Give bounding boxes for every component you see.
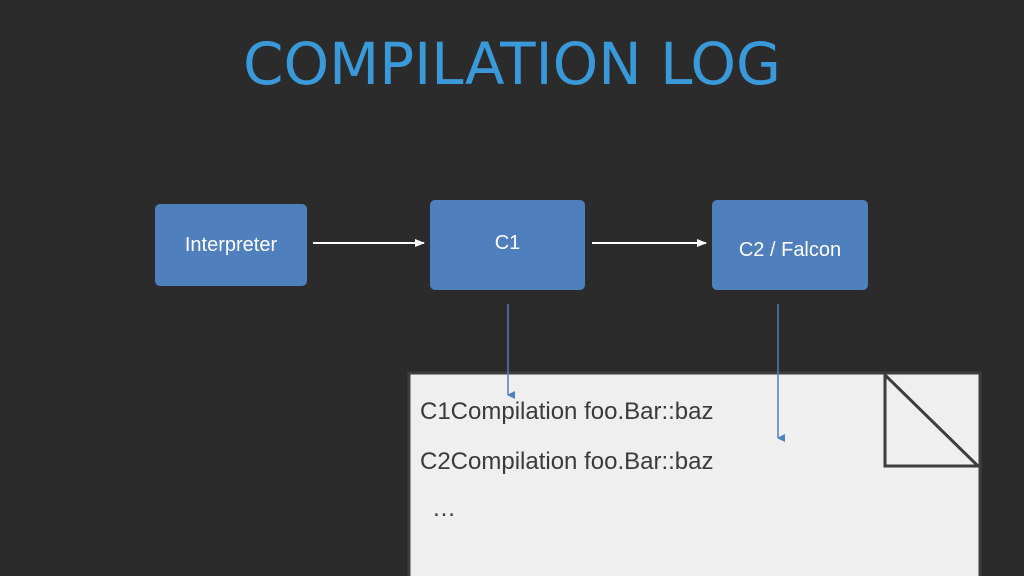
slide-title: COMPILATION LOG xyxy=(243,30,781,98)
log-line: … xyxy=(432,495,456,522)
page-fold-icon xyxy=(883,371,982,468)
node-c1: C1 xyxy=(430,200,585,290)
node-c2-label: C2 / Falcon xyxy=(738,238,842,261)
log-line: C2Compilation foo.Bar::baz xyxy=(420,448,714,475)
node-c2: C2 / Falcon xyxy=(712,200,868,290)
node-interpreter: Interpreter xyxy=(155,204,307,286)
node-c1-label: C1 xyxy=(494,232,521,254)
node-interpreter-label: Interpreter xyxy=(184,233,278,256)
log-line: C1Compilation foo.Bar::baz xyxy=(420,398,714,425)
